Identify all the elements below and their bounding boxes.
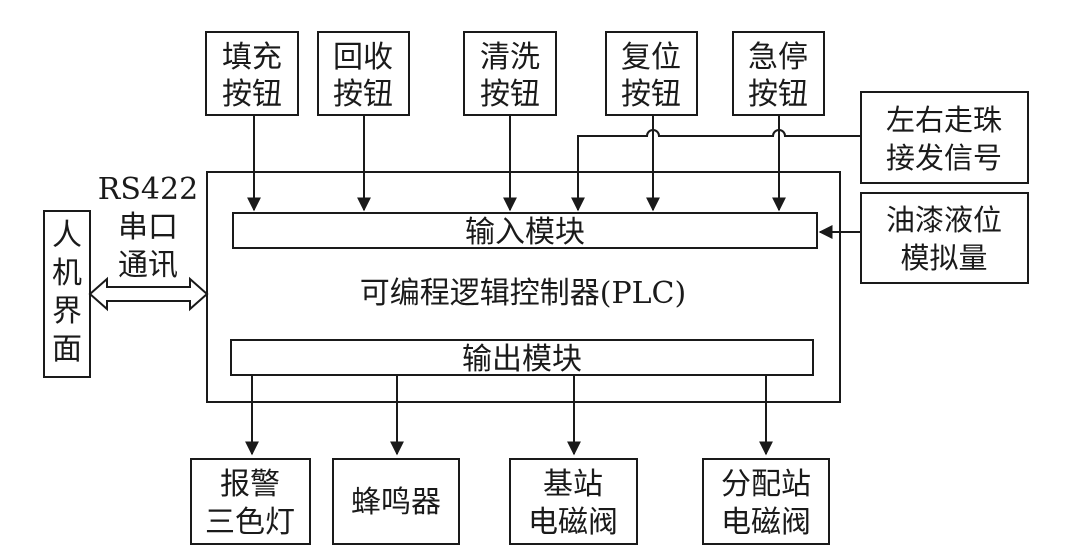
hmi-char-1: 人 — [52, 218, 82, 253]
fill-button-line1: 填充 — [222, 40, 282, 75]
ball-signal-arrow — [571, 129, 861, 212]
comm-communication-label: 通讯 — [118, 248, 178, 283]
input-fill-button-box: 填充 按钮 — [205, 31, 299, 116]
alarm-light-line1: 报警 — [220, 467, 280, 502]
reset-button-line2: 按钮 — [621, 77, 681, 112]
distribution-valve-line2: 电磁阀 — [721, 505, 811, 540]
input-recover-button-box: 回收 按钮 — [317, 31, 410, 116]
comm-protocol-label: RS422 — [98, 172, 198, 207]
clean-button-line2: 按钮 — [480, 77, 540, 112]
estop-button-line2: 按钮 — [748, 77, 808, 112]
hmi-char-4: 面 — [52, 332, 82, 367]
input-ball-signal-box: 左右走珠 接发信号 — [860, 91, 1029, 184]
plc-label: 可编程逻辑控制器(PLC) — [360, 276, 686, 311]
output-module-label: 输出模块 — [462, 342, 582, 377]
fill-button-line2: 按钮 — [222, 77, 282, 112]
input-module-label: 输入模块 — [465, 215, 585, 250]
distribution-valve-line1: 分配站 — [721, 467, 811, 502]
buzzer-label: 蜂鸣器 — [351, 485, 441, 520]
input-paint-level-box: 油漆液位 模拟量 — [860, 192, 1029, 284]
output-buzzer-box: 蜂鸣器 — [332, 458, 460, 545]
output-base-valve-box: 基站 电磁阀 — [509, 458, 638, 545]
hmi-char-3: 界 — [52, 294, 82, 329]
paint-level-line1: 油漆液位 — [886, 203, 1002, 237]
input-module-box — [232, 212, 818, 249]
reset-button-line1: 复位 — [621, 40, 681, 75]
base-valve-line2: 电磁阀 — [528, 505, 618, 540]
hmi-box: 人 机 界 面 — [43, 210, 91, 378]
hmi-char-2: 机 — [52, 256, 82, 291]
recover-button-line2: 按钮 — [333, 77, 393, 112]
input-clean-button-box: 清洗 按钮 — [463, 31, 557, 116]
clean-button-line1: 清洗 — [480, 40, 540, 75]
ball-signal-line2: 接发信号 — [886, 141, 1002, 175]
comm-double-arrow — [88, 276, 209, 312]
estop-button-line1: 急停 — [748, 40, 808, 75]
input-estop-button-box: 急停 按钮 — [732, 31, 825, 116]
output-alarm-light-box: 报警 三色灯 — [190, 458, 311, 545]
paint-level-line2: 模拟量 — [900, 241, 987, 275]
output-distribution-valve-box: 分配站 电磁阀 — [702, 458, 830, 545]
comm-serial-label: 串口 — [118, 210, 178, 245]
ball-signal-line1: 左右走珠 — [886, 103, 1002, 137]
input-reset-button-box: 复位 按钮 — [605, 31, 698, 116]
alarm-light-line2: 三色灯 — [205, 505, 295, 540]
base-valve-line1: 基站 — [543, 467, 603, 502]
recover-button-line1: 回收 — [333, 40, 393, 75]
output-module-box — [230, 339, 814, 376]
